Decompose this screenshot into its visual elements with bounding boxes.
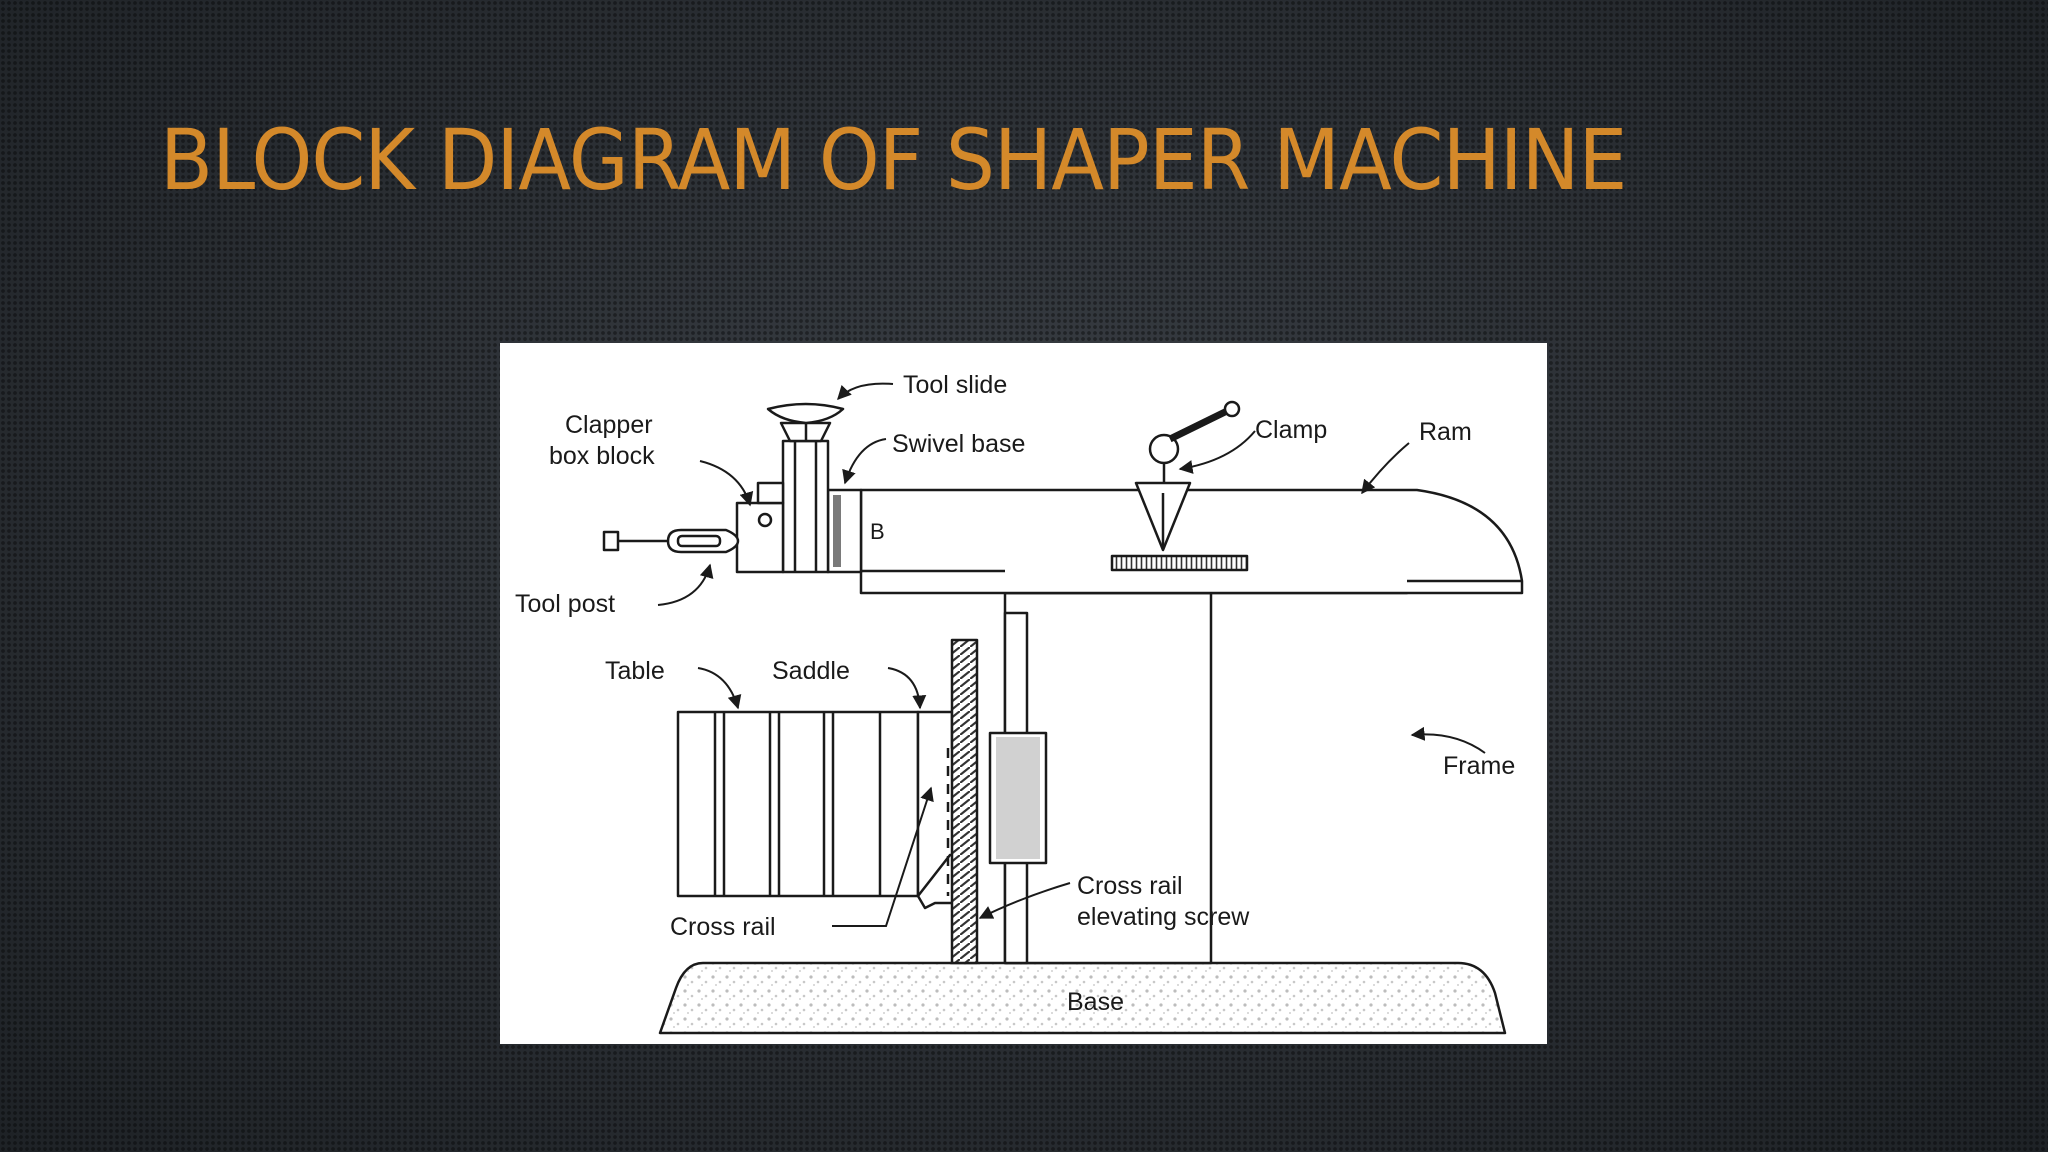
leader-clapper-box: [699, 460, 754, 507]
leader-swivel-base: [842, 438, 887, 485]
tool-slide-handle: [766, 402, 845, 425]
label-swivel-base: Swivel base: [892, 430, 1025, 458]
label-clamp: Clamp: [1255, 416, 1327, 444]
label-frame: Frame: [1443, 752, 1515, 780]
leader-ram: [1361, 442, 1410, 495]
swivel-base-block: [826, 488, 863, 574]
shaper-machine-diagram: B: [500, 343, 1547, 1044]
elevating-screw: [950, 638, 979, 965]
label-table: Table: [605, 657, 665, 685]
slide-title: BLOCK DIAGRAM OF SHAPER MACHINE: [160, 111, 1627, 209]
label-base: Base: [1067, 988, 1124, 1016]
leader-saddle: [887, 667, 927, 710]
leader-elevating-screw: [978, 882, 1071, 919]
ram-shape: [859, 488, 1524, 595]
label-cross-rail: Cross rail: [670, 913, 776, 941]
svg-text:B: B: [870, 519, 885, 544]
base-shape: [658, 961, 1507, 1035]
clapper-box-block: [735, 501, 785, 574]
leader-cross-rail: [832, 786, 934, 927]
leader-clamp: [1178, 430, 1256, 474]
label-saddle: Saddle: [772, 657, 850, 685]
ram-rack: [1110, 554, 1249, 572]
leader-tool-slide: [837, 382, 894, 401]
clamp-lever: [1168, 407, 1229, 443]
leader-frame: [1410, 726, 1486, 754]
table-shape: [676, 710, 920, 898]
label-tool-slide: Tool slide: [903, 371, 1007, 399]
label-elevating-screw-line2: elevating screw: [1077, 903, 1250, 931]
label-ram: Ram: [1419, 418, 1472, 446]
label-clapper-box-block-line1: Clapper: [565, 411, 653, 439]
label-tool-post: Tool post: [515, 590, 615, 618]
tool-slide-column: [781, 439, 830, 574]
label-clapper-box-block-line2: box block: [549, 442, 655, 470]
cross-rail-clamp-block: [988, 731, 1048, 865]
leader-table: [697, 667, 742, 710]
diagram-canvas: B: [515, 371, 1524, 1035]
label-elevating-screw-line1: Cross rail: [1077, 872, 1183, 900]
leader-tool-post: [657, 563, 714, 606]
